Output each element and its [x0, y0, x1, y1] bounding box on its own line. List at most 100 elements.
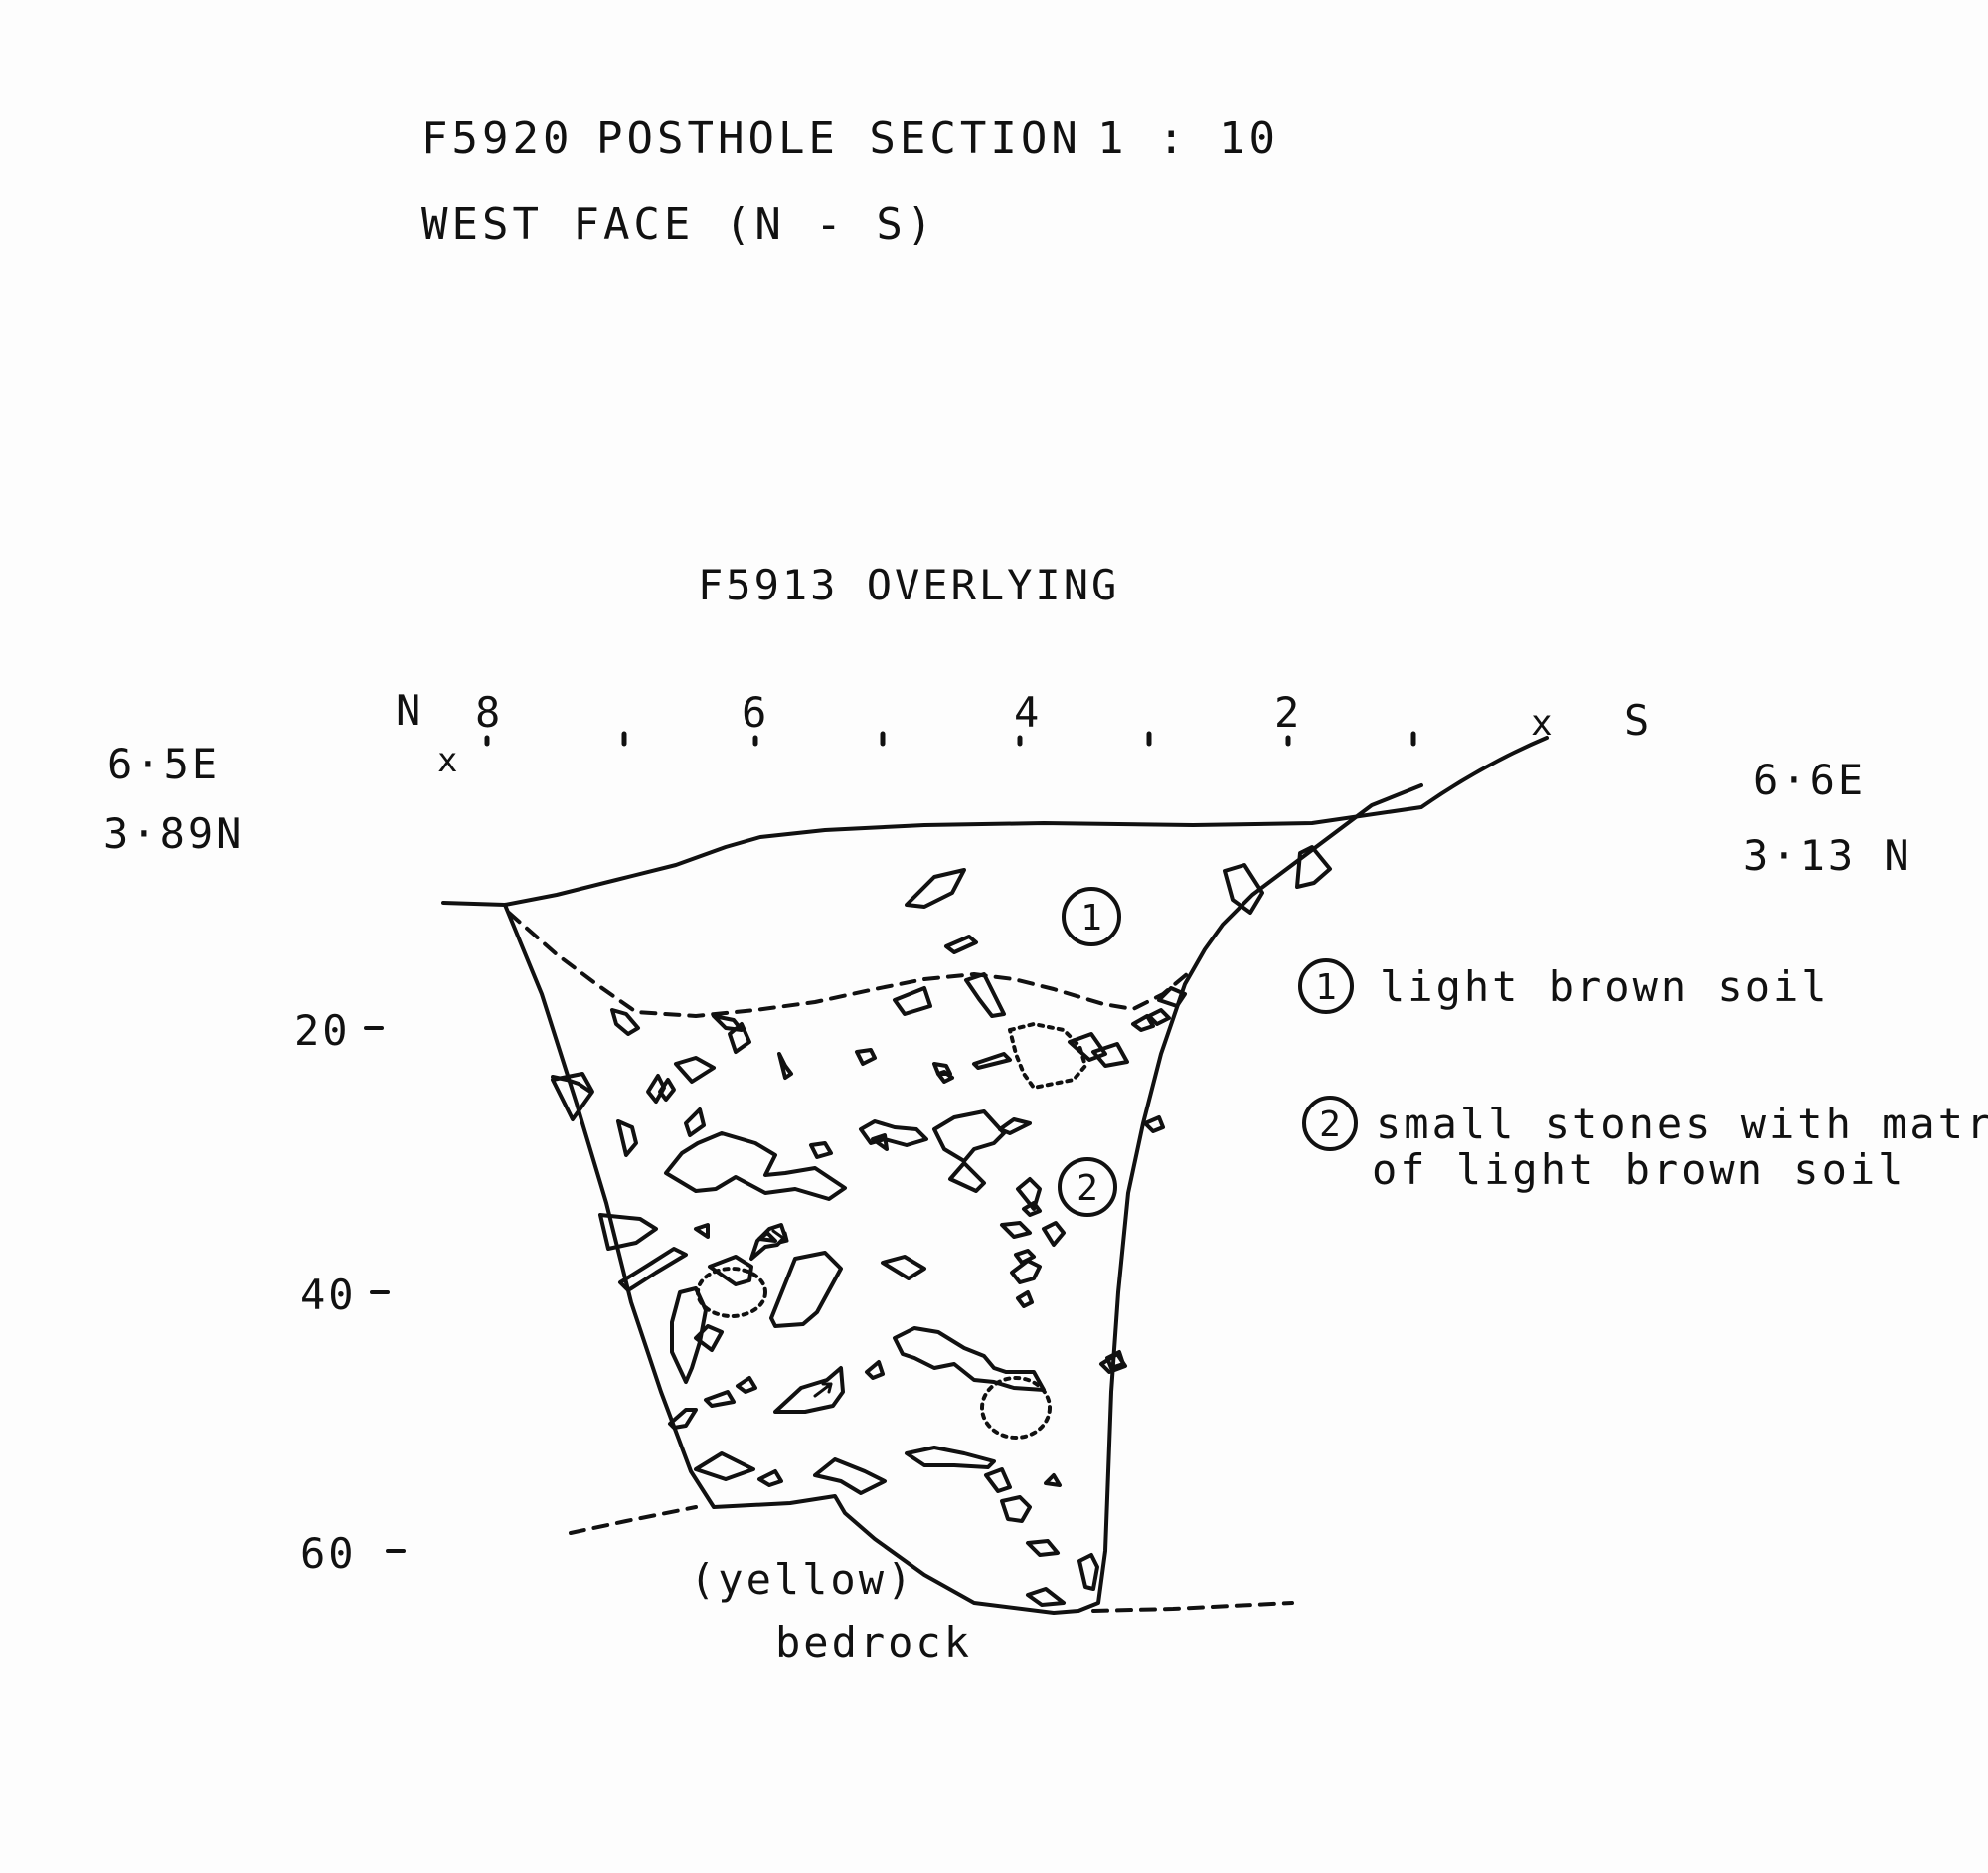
legend-marker-2-number: 2	[1319, 1105, 1341, 1145]
stone	[1014, 1249, 1036, 1265]
context-marker-numbers: 1 2 1 2	[1077, 898, 1341, 1209]
context-marker-1-number: 1	[1080, 898, 1102, 938]
stone	[674, 1056, 716, 1084]
dotted-void	[1008, 1022, 1087, 1090]
stone	[551, 1075, 592, 1094]
depth-label-60: 60	[300, 1529, 357, 1578]
stone	[598, 1213, 658, 1251]
stone	[1000, 1495, 1032, 1523]
section-title: POSTHOLE SECTION	[596, 113, 1081, 164]
stone	[1077, 1553, 1099, 1591]
stone	[777, 1052, 793, 1080]
stone	[694, 1451, 755, 1481]
legend-marker-2-circle	[1302, 1096, 1358, 1151]
stone	[871, 1133, 889, 1151]
stone	[1022, 1201, 1042, 1217]
stone	[712, 1014, 744, 1032]
stone	[1016, 1177, 1042, 1211]
stone	[610, 1008, 640, 1036]
north-datum-mark: x	[437, 741, 461, 780]
stone	[905, 868, 966, 909]
stone	[813, 1457, 887, 1495]
stone	[932, 1062, 952, 1076]
stone	[1068, 1032, 1107, 1062]
stone	[865, 1360, 885, 1380]
section-id: F5920	[421, 113, 574, 164]
context-marker-2-number: 2	[1077, 1168, 1098, 1209]
stone	[1026, 1587, 1066, 1607]
face-label: WEST FACE (N - S)	[421, 199, 937, 250]
stone	[769, 1251, 843, 1328]
stone	[618, 1247, 688, 1292]
stone	[1042, 1221, 1066, 1247]
stone	[1010, 1259, 1042, 1284]
stone	[684, 1107, 706, 1137]
stone	[668, 1408, 698, 1430]
stone	[893, 986, 932, 1016]
depth-label-20: 20	[294, 1006, 351, 1055]
h-tick-label-8: 8	[475, 688, 504, 737]
dotted-void	[696, 1267, 767, 1318]
stone	[948, 1161, 986, 1193]
legend-2-text: small stones with matrix	[1376, 1100, 1988, 1148]
legend-1-text: light brown soil	[1380, 962, 1830, 1011]
legend-marker-1-number: 1	[1315, 967, 1337, 1008]
stone	[694, 1324, 724, 1352]
stone	[998, 1117, 1032, 1135]
stone	[1223, 863, 1264, 915]
arrow-mark	[813, 1382, 833, 1398]
bedrock-label: bedrock	[775, 1618, 973, 1667]
overlying-note: F5913 OVERLYING	[698, 561, 1120, 609]
h-tick-label-2: 2	[1274, 688, 1303, 737]
context-marker-2-circle	[1058, 1157, 1117, 1217]
stone	[1099, 1352, 1127, 1374]
south-label: S	[1624, 696, 1653, 745]
stone	[658, 1078, 676, 1102]
scale-label: 1 : 10	[1097, 113, 1279, 164]
stone	[972, 1052, 1012, 1070]
right-east-coordinate: 6·6E	[1753, 756, 1867, 804]
dotted-void	[980, 1376, 1052, 1440]
stone	[932, 1109, 1006, 1163]
stone	[616, 1119, 638, 1157]
stone	[664, 1131, 847, 1201]
stone	[704, 1390, 736, 1408]
stone	[936, 1070, 954, 1084]
legend-marker-1-circle	[1298, 958, 1354, 1014]
stone	[1143, 1115, 1165, 1133]
arrow-mark	[771, 1229, 789, 1245]
stone	[1000, 1221, 1032, 1239]
stone	[757, 1469, 783, 1487]
stone	[859, 1119, 928, 1147]
context-marker-1-circle	[1062, 887, 1121, 946]
stone	[773, 1366, 845, 1414]
stone	[1091, 1042, 1129, 1068]
depth-label-40: 40	[300, 1271, 357, 1319]
h-tick-label-4: 4	[1014, 688, 1043, 737]
left-north-coordinate: 3·89N	[103, 809, 245, 858]
south-datum-mark: x	[1531, 703, 1556, 744]
stone	[984, 1467, 1012, 1493]
horizontal-scale-ticks	[484, 731, 1416, 747]
north-label: N	[396, 686, 424, 735]
context-boundary-dashed	[507, 911, 1195, 1018]
bedrock-color-label: (yellow)	[690, 1555, 915, 1604]
stone	[728, 1022, 751, 1054]
stone	[1044, 1473, 1062, 1487]
stone	[893, 1326, 1046, 1392]
stone	[757, 1231, 777, 1243]
bedrock-horizon-left	[569, 1505, 698, 1535]
stone	[694, 1223, 710, 1239]
stone	[855, 1048, 877, 1066]
stone	[1157, 986, 1187, 1008]
stone	[1016, 1290, 1034, 1308]
stone	[1147, 1008, 1171, 1026]
left-east-coordinate: 6·5E	[107, 740, 221, 788]
stone	[708, 1255, 753, 1286]
legend-2-text-line2: of light brown soil	[1372, 1145, 1906, 1194]
stone	[1131, 1014, 1155, 1032]
right-north-coordinate: 3·13 N	[1743, 831, 1912, 880]
stone	[964, 972, 1006, 1018]
stone	[1295, 845, 1332, 889]
